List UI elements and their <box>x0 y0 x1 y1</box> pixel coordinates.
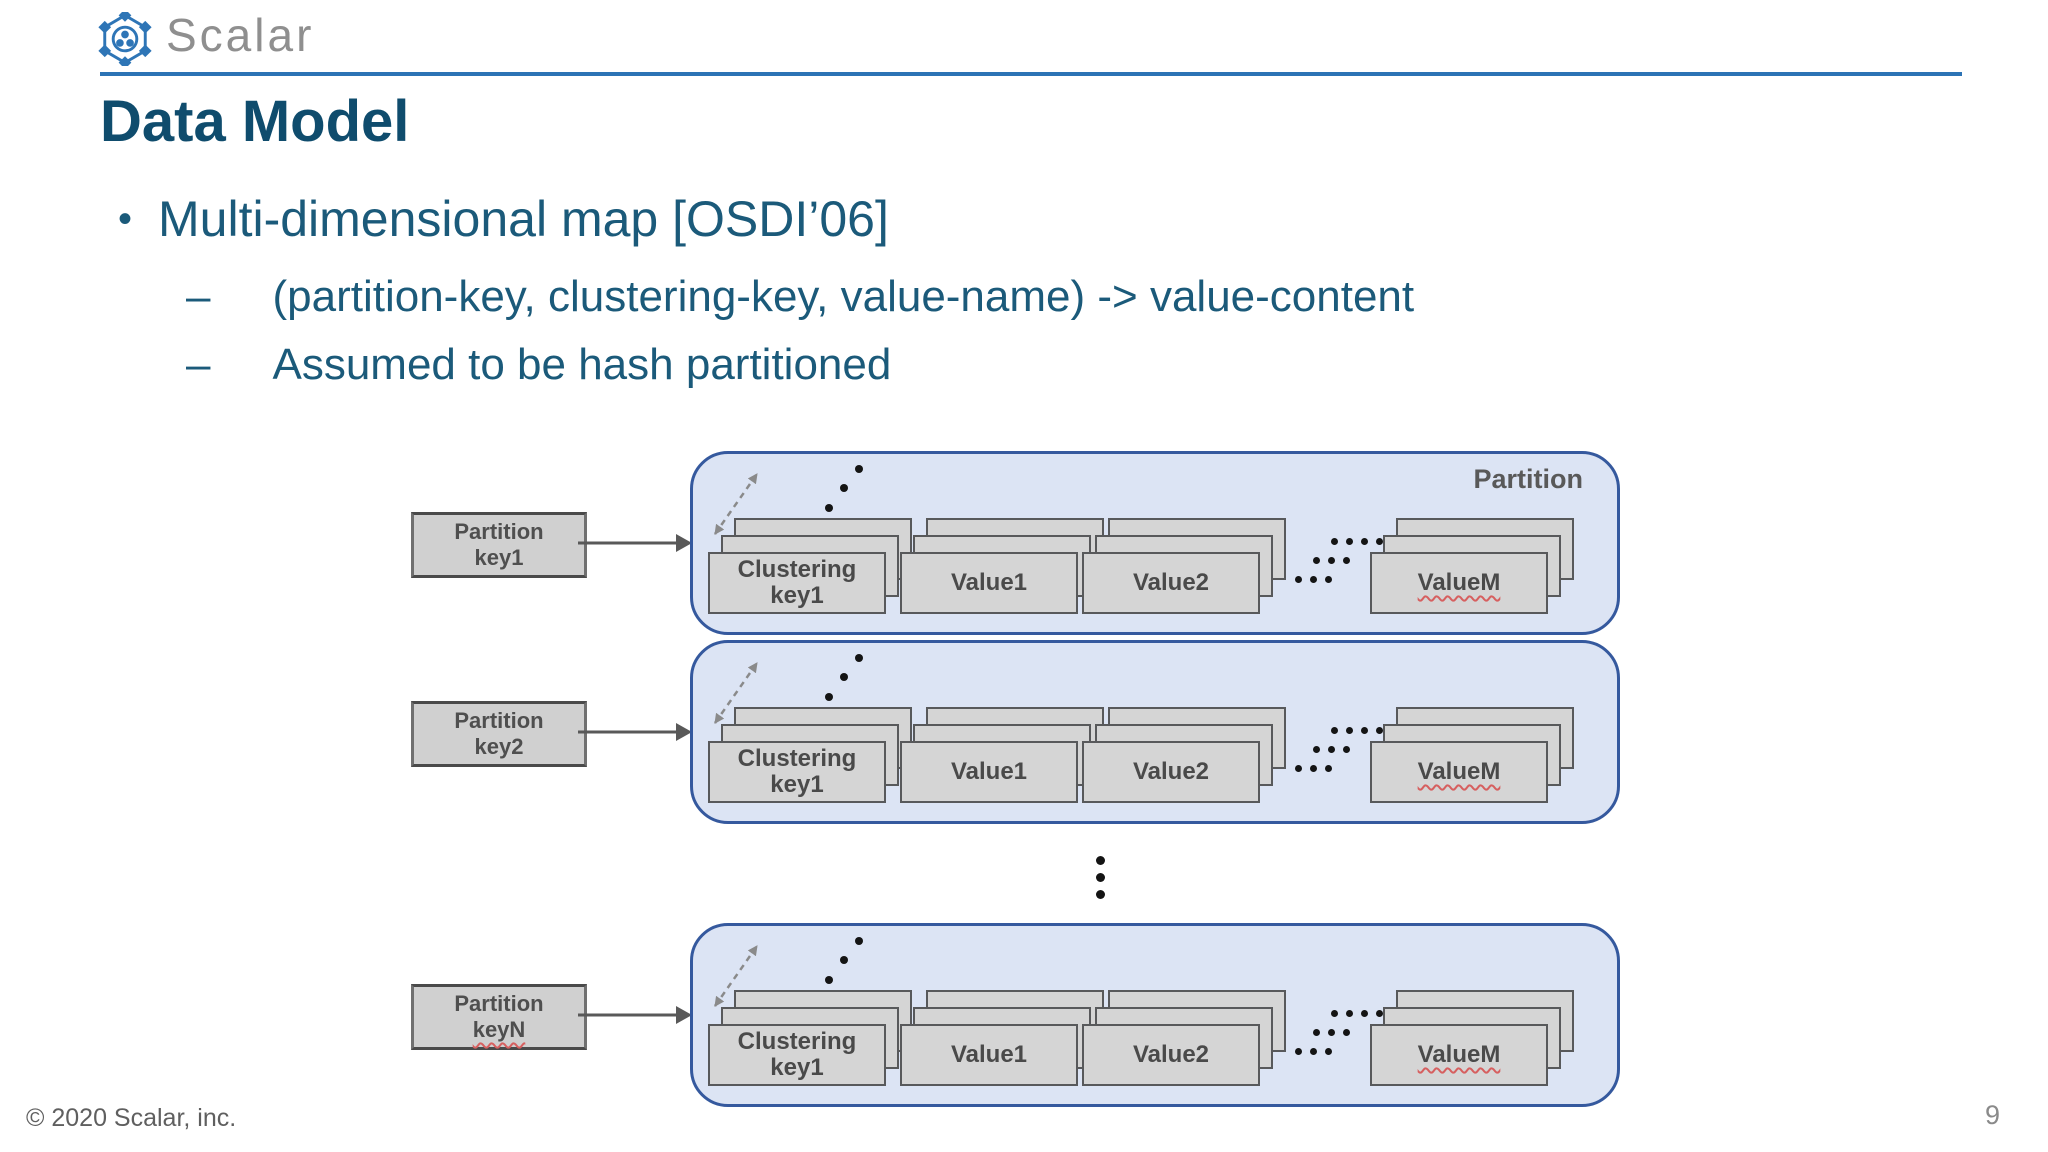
bullet-sub-2-text: Assumed to be hash partitioned <box>272 340 892 389</box>
dash-icon: – <box>186 272 211 321</box>
card-label: Value2 <box>1132 569 1210 596</box>
diagonal-ellipsis-icon <box>1313 746 1350 753</box>
partition-key-line1: Partition <box>454 519 544 544</box>
scalar-logo-icon <box>98 12 152 66</box>
right-arrow-icon <box>578 1006 692 1024</box>
card-label: key1 <box>770 1054 824 1081</box>
card-label: Value1 <box>950 1041 1028 1068</box>
partition-label: Partition <box>1473 464 1583 494</box>
diagonal-ellipsis-icon <box>855 654 863 662</box>
diagonal-dashed-double-arrow-icon <box>713 473 759 535</box>
diagonal-ellipsis-icon <box>840 484 848 492</box>
diagonal-ellipsis-icon <box>1331 538 1383 545</box>
diagonal-ellipsis-icon <box>825 693 833 701</box>
value2-card: Value2 <box>1082 552 1260 614</box>
diagonal-ellipsis-icon <box>1295 1048 1332 1055</box>
dash-icon: – <box>186 340 211 389</box>
value2-card: Value2 <box>1082 741 1260 803</box>
page-title: Data Model <box>100 89 410 154</box>
partition-key-line2: key2 <box>474 734 524 759</box>
right-arrow-icon <box>578 723 692 741</box>
card-label: Clustering <box>737 556 857 583</box>
bullet-sub-1: – (partition-key, clustering-key, value-… <box>186 272 1414 322</box>
value2-card: Value2 <box>1082 1024 1260 1086</box>
diagonal-dashed-double-arrow-icon <box>713 945 759 1007</box>
partition-key-line1: Partition <box>454 708 544 733</box>
card-label: ValueM <box>1417 569 1501 596</box>
right-arrow-icon <box>578 534 692 552</box>
header-divider <box>100 72 1962 76</box>
card-label: Value1 <box>950 758 1028 785</box>
card-label: ValueM <box>1417 1041 1501 1068</box>
diagonal-ellipsis-icon <box>855 937 863 945</box>
valueM-card: ValueM <box>1370 1024 1548 1086</box>
bullet-main-text: Multi-dimensional map [OSDI’06] <box>158 191 889 247</box>
card-label: Clustering <box>737 745 857 772</box>
diagonal-ellipsis-icon <box>1313 557 1350 564</box>
diagonal-ellipsis-icon <box>1331 1010 1383 1017</box>
card-label: Clustering <box>737 1028 857 1055</box>
bullet-sub-1-text: (partition-key, clustering-key, value-na… <box>272 272 1415 321</box>
diagonal-ellipsis-icon <box>1313 1029 1350 1036</box>
bullet-icon: • <box>118 197 133 241</box>
card-label: Value1 <box>950 569 1028 596</box>
partition-key-box: Partition keyN <box>411 984 587 1050</box>
diagonal-ellipsis-icon <box>1331 727 1383 734</box>
partition-key-box: Partition key1 <box>411 512 587 578</box>
diagonal-ellipsis-icon <box>840 956 848 964</box>
diagonal-ellipsis-icon <box>1295 576 1332 583</box>
card-label: Value2 <box>1132 758 1210 785</box>
card-label: key1 <box>770 582 824 609</box>
valueM-card: ValueM <box>1370 741 1548 803</box>
diagonal-ellipsis-icon <box>825 976 833 984</box>
value1-card: Value1 <box>900 1024 1078 1086</box>
partition-key-line1: Partition <box>454 991 544 1016</box>
card-label: ValueM <box>1417 758 1501 785</box>
logo-text: Scalar <box>166 9 315 61</box>
page-number: 9 <box>1984 1100 2000 1130</box>
valueM-card: ValueM <box>1370 552 1548 614</box>
value1-card: Value1 <box>900 552 1078 614</box>
card-label: key1 <box>770 771 824 798</box>
diagonal-ellipsis-icon <box>825 504 833 512</box>
diagonal-ellipsis-icon <box>855 465 863 473</box>
partition-key-line2: key1 <box>474 545 524 570</box>
copyright-text: © 2020 Scalar, inc. <box>26 1104 237 1132</box>
diagonal-ellipsis-icon <box>840 673 848 681</box>
partition-key-line2: keyN <box>472 1017 526 1042</box>
bullet-main: • Multi-dimensional map [OSDI’06] <box>118 190 889 248</box>
diagonal-dashed-double-arrow-icon <box>713 662 759 724</box>
vertical-ellipsis-icon <box>1096 856 1105 899</box>
card-label: Value2 <box>1132 1041 1210 1068</box>
value1-card: Value1 <box>900 741 1078 803</box>
bullet-sub-2: – Assumed to be hash partitioned <box>186 340 891 390</box>
diagonal-ellipsis-icon <box>1295 765 1332 772</box>
partition-key-box: Partition key2 <box>411 701 587 767</box>
